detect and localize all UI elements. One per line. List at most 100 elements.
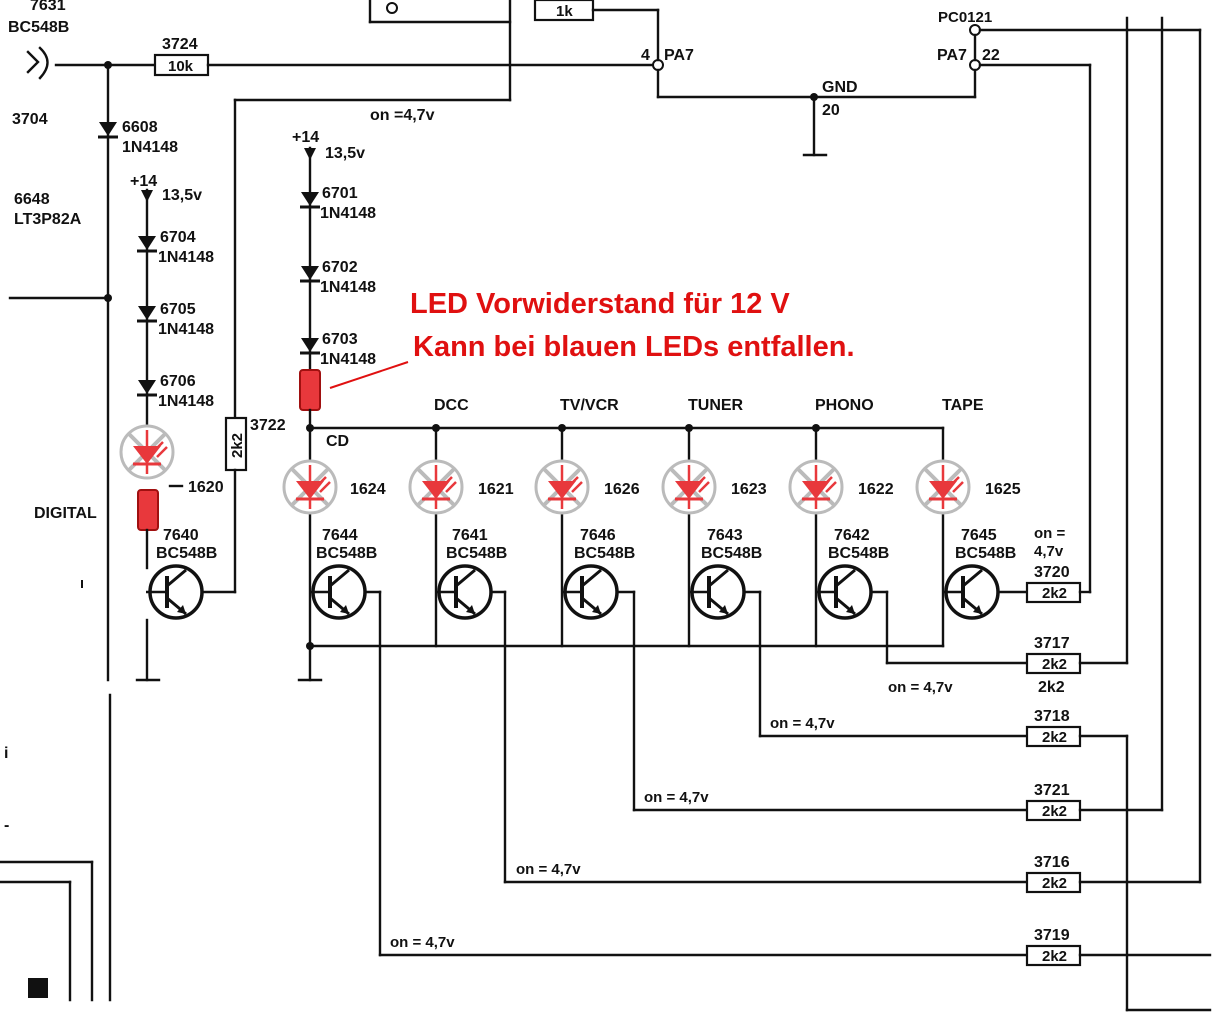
part-bc548b-top-label: BC548B xyxy=(8,19,69,36)
led-1622-label: 1622 xyxy=(858,481,894,498)
led-series-resistor-left xyxy=(137,489,159,531)
tuner-on-label: on = 4,7v xyxy=(770,715,835,732)
diode-6608-label: 6608 xyxy=(122,119,158,136)
led-1624 xyxy=(282,459,338,515)
transistor-7644-label: 7644 xyxy=(322,527,358,544)
resistor-3717-ref: 3717 xyxy=(1034,635,1070,652)
diode-6702-label: 6702 xyxy=(322,259,358,276)
resistor-3716-ref: 3716 xyxy=(1034,854,1070,871)
tvvcr-on-label: on = 4,7v xyxy=(644,789,709,806)
diode-6703-label: 6703 xyxy=(322,331,358,348)
diode-6701-type: 1N4148 xyxy=(320,205,376,222)
channel-tuner: 1623 7643 BC548B xyxy=(661,426,767,648)
pa7-left-pin: 4 xyxy=(641,47,650,64)
transistor-7646-type: BC548B xyxy=(574,545,635,562)
resistor-3720-ref: 3720 xyxy=(1034,564,1070,581)
resistor-3718-value: 2k2 xyxy=(1042,729,1067,746)
mid-13-5v: 13,5v xyxy=(325,145,365,162)
digital-label: DIGITAL xyxy=(34,505,97,522)
top-section: 7631 BC548B 3704 10k 3724 4 PA7 1k on =4… xyxy=(8,0,1202,157)
note-annotation: LED Vorwiderstand für 12 V Kann bei blau… xyxy=(410,288,855,363)
left-13-5v: 13,5v xyxy=(162,187,202,204)
diode-6702 xyxy=(298,264,322,283)
left-plus14: +14 xyxy=(130,173,157,190)
diode-6706-label: 6706 xyxy=(160,373,196,390)
resistor-3724-value: 10k xyxy=(168,58,194,75)
note-line-1: LED Vorwiderstand für 12 V xyxy=(410,288,790,320)
part-6648-type: LT3P82A xyxy=(14,211,82,228)
led-series-resistor-main xyxy=(299,369,321,411)
part-7631-label: 7631 xyxy=(30,0,66,14)
channel-cd: 1624 7644 BC548B xyxy=(282,426,386,682)
pa7-right-label: PA7 xyxy=(937,47,967,64)
channel-tape: 1625 7645 BC548B xyxy=(915,426,1021,648)
mid-plus14: +14 xyxy=(292,129,319,146)
transistor-7640-label: 7640 xyxy=(163,527,199,544)
led-1626 xyxy=(534,459,590,515)
diode-6701-label: 6701 xyxy=(322,185,358,202)
resistor-3719-ref: 3719 xyxy=(1034,927,1070,944)
channel-label-tape: TAPE xyxy=(942,397,984,414)
diode-6705-label: 6705 xyxy=(160,301,196,318)
led-1624-label: 1624 xyxy=(350,481,386,498)
resistor-3719-value: 2k2 xyxy=(1042,948,1067,965)
resistor-bank: 2k2 3720 on = 4,7v 2k2 3717 2k2 on = 4,7… xyxy=(378,16,1212,1012)
channel-label-phono: PHONO xyxy=(815,397,874,414)
phono-on-label: on = 4,7v xyxy=(888,679,953,696)
cd-on-label: on = 4,7v xyxy=(390,934,455,951)
diode-6701 xyxy=(298,190,322,209)
led-1625 xyxy=(915,459,971,515)
channel-tvvcr: 1626 7646 BC548B xyxy=(534,426,640,648)
resistor-3716-value: 2k2 xyxy=(1042,875,1067,892)
transistor-7646 xyxy=(559,564,619,620)
resistor-3722-value: 2k2 xyxy=(229,433,246,458)
channel-label-tuner: TUNER xyxy=(688,397,744,414)
diode-6703 xyxy=(298,336,322,355)
led-1621 xyxy=(408,459,464,515)
resistor-3717-extra: 2k2 xyxy=(1038,679,1065,696)
resistor-3720-value: 2k2 xyxy=(1042,585,1067,602)
transistor-7641-type: BC548B xyxy=(446,545,507,562)
transistor-7640 xyxy=(144,564,204,620)
transistor-7645 xyxy=(940,564,1000,620)
diode-6706-type: 1N4148 xyxy=(158,393,214,410)
diode-6704-label: 6704 xyxy=(160,229,196,246)
tape-on-voltage: 4,7v xyxy=(1034,543,1064,560)
dcc-on-label: on = 4,7v xyxy=(516,861,581,878)
led-1623 xyxy=(661,459,717,515)
transistor-7642 xyxy=(813,564,873,620)
transistor-7640-type: BC548B xyxy=(156,545,217,562)
diode-6704-type: 1N4148 xyxy=(158,249,214,266)
transistor-7642-label: 7642 xyxy=(834,527,870,544)
middle-supply: +14 13,5v 6701 1N4148 6702 1N4148 6703 1… xyxy=(292,129,945,430)
transistor-7642-type: BC548B xyxy=(828,545,889,562)
transistor-7641 xyxy=(433,564,493,620)
diode-6704 xyxy=(135,234,159,253)
channel-label-dcc: DCC xyxy=(434,397,469,414)
transistor-7643 xyxy=(686,564,746,620)
channel-name-labels: CD DCC TV/VCR TUNER PHONO TAPE xyxy=(326,397,984,450)
led-1625-label: 1625 xyxy=(985,481,1021,498)
transistor-7645-label: 7645 xyxy=(961,527,997,544)
margin-mark-2: - xyxy=(4,817,9,834)
transistor-7644 xyxy=(307,564,367,620)
resistor-3717-value: 2k2 xyxy=(1042,656,1067,673)
gnd-pin: 20 xyxy=(822,102,840,119)
led-1620-label: 1620 xyxy=(188,479,224,496)
corner-block xyxy=(28,978,48,998)
tape-on-label: on = xyxy=(1034,525,1065,542)
diode-6703-type: 1N4148 xyxy=(320,351,376,368)
part-3704-label: 3704 xyxy=(12,111,48,128)
channel-label-tvvcr: TV/VCR xyxy=(560,397,619,414)
resistor-3724-ref: 3724 xyxy=(162,36,198,53)
part-6648-label: 6648 xyxy=(14,191,50,208)
led-1623-label: 1623 xyxy=(731,481,767,498)
margin-mark-1: i xyxy=(4,745,8,762)
resistor-3718-ref: 3718 xyxy=(1034,708,1070,725)
resistor-3722-ref: 3722 xyxy=(250,417,286,434)
channel-phono: 1622 7642 BC548B xyxy=(788,426,894,648)
led-1620 xyxy=(119,424,175,480)
on-top-label: on =4,7v xyxy=(370,107,435,124)
connector-top-right: PC0121 xyxy=(938,9,992,26)
